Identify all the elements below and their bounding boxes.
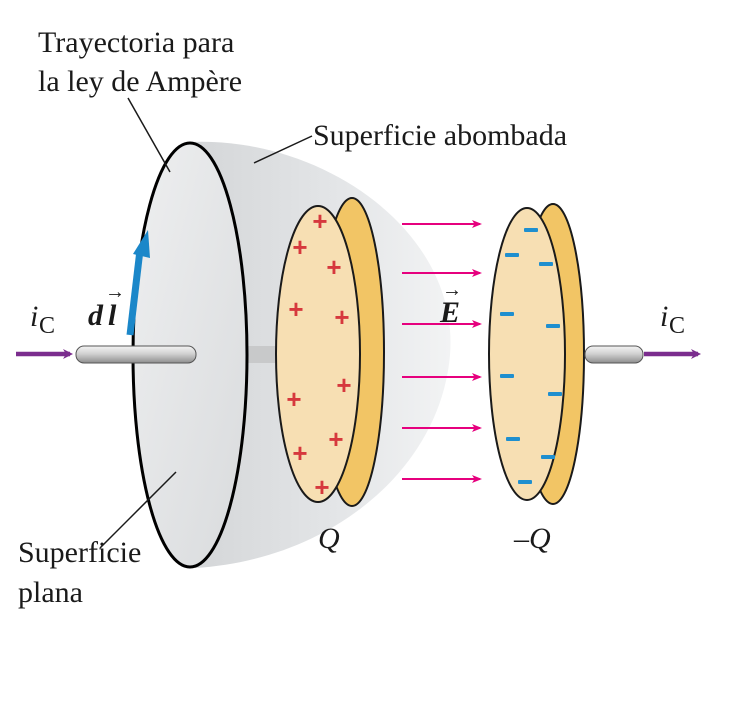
minus-sign [548,392,562,396]
minus-sign [518,480,532,484]
minus-sign [546,324,560,328]
positive-plate [275,197,385,507]
field-arrows [402,220,482,483]
plus-sign: + [328,424,343,454]
field-label-E: E [439,296,460,329]
minus-sign [500,312,514,316]
dl-arrow [126,230,150,336]
plus-sign: + [292,438,307,468]
current-left-symbol: i [30,300,38,333]
left-wire [75,345,197,364]
charge-positive-label: Q [318,522,340,555]
plus-sign: + [334,302,349,332]
current-right-subscript: C [669,313,685,339]
plus-sign: + [336,370,351,400]
current-label-right: i C [660,300,685,339]
minus-sign [500,374,514,378]
field-vector-arrow: → [442,279,462,301]
plus-sign: + [314,472,329,502]
minus-sign [524,228,538,232]
path-leader-line [127,97,171,173]
charge-negative-label: –Q [513,522,551,555]
plus-sign: + [286,384,301,414]
minus-signs [500,228,562,484]
plus-sign: + [292,232,307,262]
dl-label-d: d [88,299,104,332]
negative-plate [488,203,585,505]
minus-sign [541,455,555,459]
minus-sign [506,437,520,441]
minus-sign [505,253,519,257]
right-wire [584,345,644,364]
dl-label: d l → [88,281,125,332]
minus-sign [539,262,553,266]
current-label-left: i C [30,300,55,339]
flat-surface-label-line2: plana [18,576,83,609]
plus-sign: + [312,206,327,236]
dl-vector-arrow: → [105,281,125,303]
current-left-subscript: C [39,313,55,339]
path-label-line2: la ley de Ampère [38,65,242,98]
plus-sign: + [288,294,303,324]
bulged-surface-label: Superficie abombada [313,119,567,152]
flat-surface-label-line1: Superficie [18,536,141,569]
dl-label-l: l [108,299,117,332]
path-label-line1: Trayectoria para [38,26,234,59]
field-label: E → [439,279,462,329]
current-right-symbol: i [660,300,668,333]
plus-signs: + + + + + + + + + + [286,206,351,502]
positive-plate-face [275,205,361,503]
negative-plate-face [488,207,566,501]
bulged-leader-line [253,135,313,164]
plus-sign: + [326,252,341,282]
flat-leader-line [99,471,177,549]
